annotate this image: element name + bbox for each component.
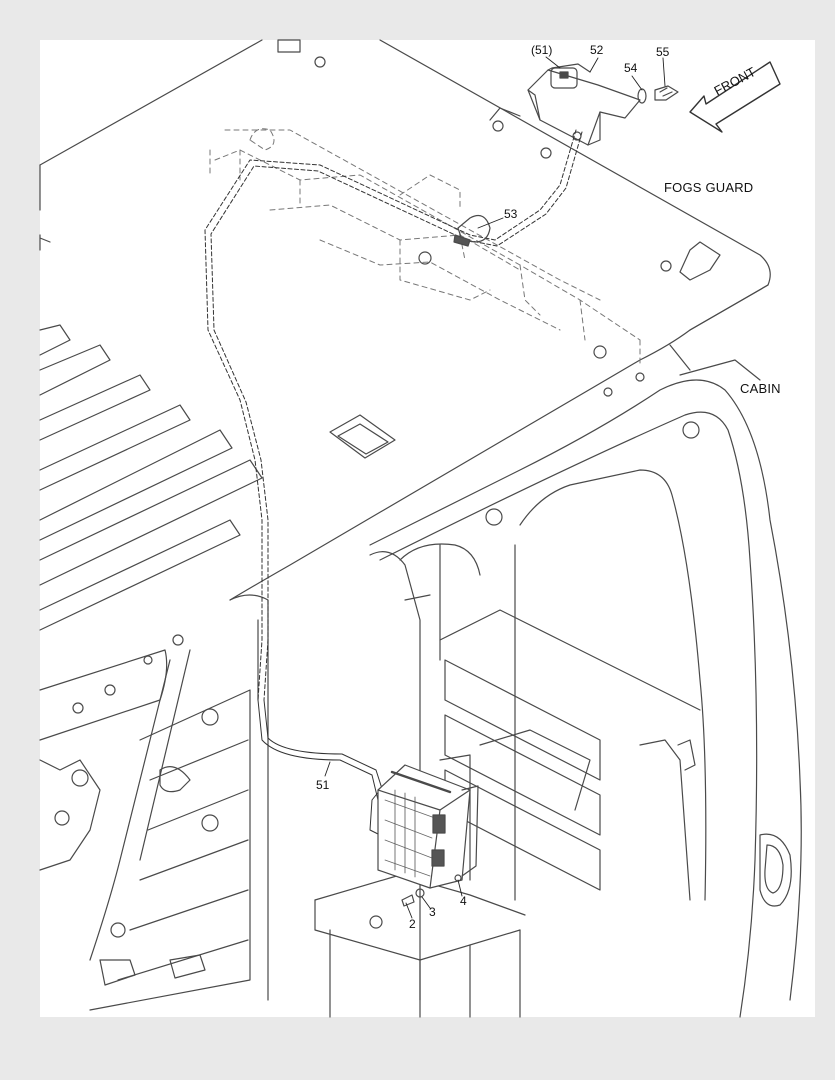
control-unit [377, 764, 479, 907]
callout-55: 55 [656, 45, 670, 59]
callout-2: 2 [409, 917, 416, 931]
callout-52: 52 [590, 43, 604, 57]
cabin-roof-slats [39, 324, 396, 741]
callout-51: 51 [316, 778, 330, 792]
front-direction-arrow [689, 61, 781, 133]
wire-harness-51 [204, 129, 583, 701]
callout-3: 3 [429, 905, 436, 919]
sensor-53 [453, 215, 491, 247]
wire-harness-lower [257, 699, 385, 836]
area-label-cabin: CABIN [740, 381, 781, 396]
leader-lines [324, 56, 666, 919]
callout-54: 54 [624, 61, 638, 75]
callout-51-parenthesized: (51) [531, 43, 553, 57]
cabin-body [39, 359, 802, 1018]
fogs-guard-frame [39, 39, 771, 601]
area-label-fogs-guard: FOGS GUARD [664, 180, 754, 195]
light-bracket-assembly [527, 63, 679, 146]
callout-53: 53 [504, 207, 518, 221]
callout-4: 4 [460, 894, 467, 908]
